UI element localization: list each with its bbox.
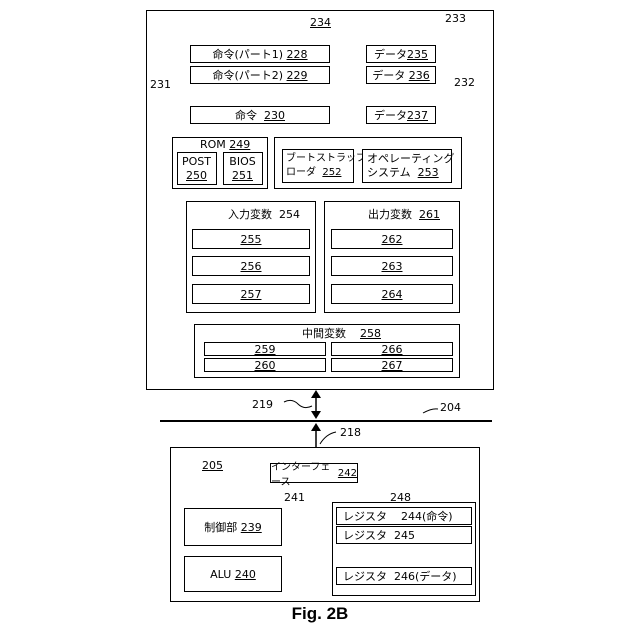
input-variables-title: 入力変数 254 [228, 208, 300, 221]
register-246: レジスタ 246(データ) [336, 567, 472, 585]
rom-title: ROM 249 [200, 138, 250, 151]
register-244: レジスタ 244(命令) [336, 507, 472, 525]
instruction-part1: 命令(パート1) 228 [190, 45, 330, 63]
instruction-230: 命令 230 [190, 106, 330, 124]
ref-218: 218 [340, 426, 361, 439]
control-unit: 制御部 239 [184, 508, 282, 546]
intermediate-var-cell: 259 [204, 342, 326, 356]
operating-system: オペレーティング システム 253 [362, 149, 452, 183]
figure-caption: Fig. 2B [0, 604, 640, 624]
ref-204: 204 [440, 401, 461, 414]
data-235: データ235 [366, 45, 436, 63]
bios-block: BIOS 251 [223, 152, 263, 185]
output-variables-title: 出力変数 261 [368, 208, 440, 221]
ref-219: 219 [252, 398, 273, 411]
interface-242: インターフェース 242 [270, 463, 358, 483]
data-236: データ 236 [366, 66, 436, 84]
output-var-cell: 263 [331, 256, 453, 276]
ref-241: 241 [284, 491, 305, 504]
intermediate-var-cell: 266 [331, 342, 453, 356]
input-var-cell: 255 [192, 229, 310, 249]
output-var-cell: 264 [331, 284, 453, 304]
instruction-part2: 命令(パート2) 229 [190, 66, 330, 84]
bootstrap-loader: ブートストラップ ローダ 252 [282, 149, 354, 183]
intermediate-variables-title: 中間変数 258 [302, 327, 381, 340]
input-var-cell: 256 [192, 256, 310, 276]
ref-205: 205 [202, 459, 223, 472]
intermediate-var-cell: 267 [331, 358, 453, 372]
ref-233: 233 [445, 12, 466, 25]
leader-218 [320, 432, 336, 444]
input-var-cell: 257 [192, 284, 310, 304]
ref-234: 234 [310, 16, 331, 29]
ref-232: 232 [454, 76, 475, 89]
leader-204 [423, 409, 438, 413]
post-block: POST 250 [177, 152, 217, 185]
leader-219 [284, 400, 312, 407]
data-237: データ237 [366, 106, 436, 124]
ref-231: 231 [150, 78, 171, 91]
intermediate-var-cell: 260 [204, 358, 326, 372]
output-var-cell: 262 [331, 229, 453, 249]
register-245: レジスタ 245 [336, 526, 472, 544]
alu: ALU 240 [184, 556, 282, 592]
